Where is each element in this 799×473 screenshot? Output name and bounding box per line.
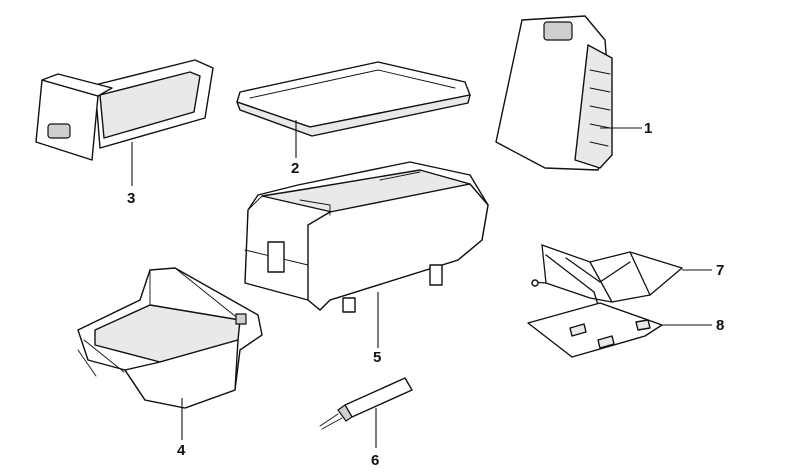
- callouts: 1 2 3 4 5 6 7 8: [127, 120, 724, 469]
- console-bracket-left: [267, 241, 285, 273]
- part-4-front-console: [77, 267, 263, 409]
- bracket-bolt: [531, 279, 539, 287]
- console-bracket-right: [429, 264, 443, 286]
- leader-lines: [131, 120, 712, 448]
- callout-4: 4: [177, 442, 186, 459]
- callout-5: 5: [373, 349, 381, 366]
- flap-grip: [543, 21, 573, 41]
- part-3-storage-tray: [35, 59, 214, 161]
- callout-8: 8: [716, 317, 724, 334]
- part-8-base-plate: [527, 302, 663, 358]
- part-5-console-body: [244, 161, 489, 313]
- callout-6: 6: [371, 452, 379, 469]
- callout-1: 1: [644, 120, 652, 137]
- part-1-cover-flap: [495, 15, 613, 171]
- part-2-armrest-lid: [236, 61, 471, 137]
- callout-2: 2: [291, 160, 299, 177]
- tray-handle-recess: [47, 123, 71, 139]
- part-7-frame-bracket: [531, 244, 684, 306]
- console-bracket-front: [342, 297, 356, 313]
- callout-7: 7: [716, 262, 724, 279]
- part-6-pin: [319, 377, 413, 430]
- front-console-slot: [235, 313, 247, 325]
- callout-3: 3: [127, 190, 135, 207]
